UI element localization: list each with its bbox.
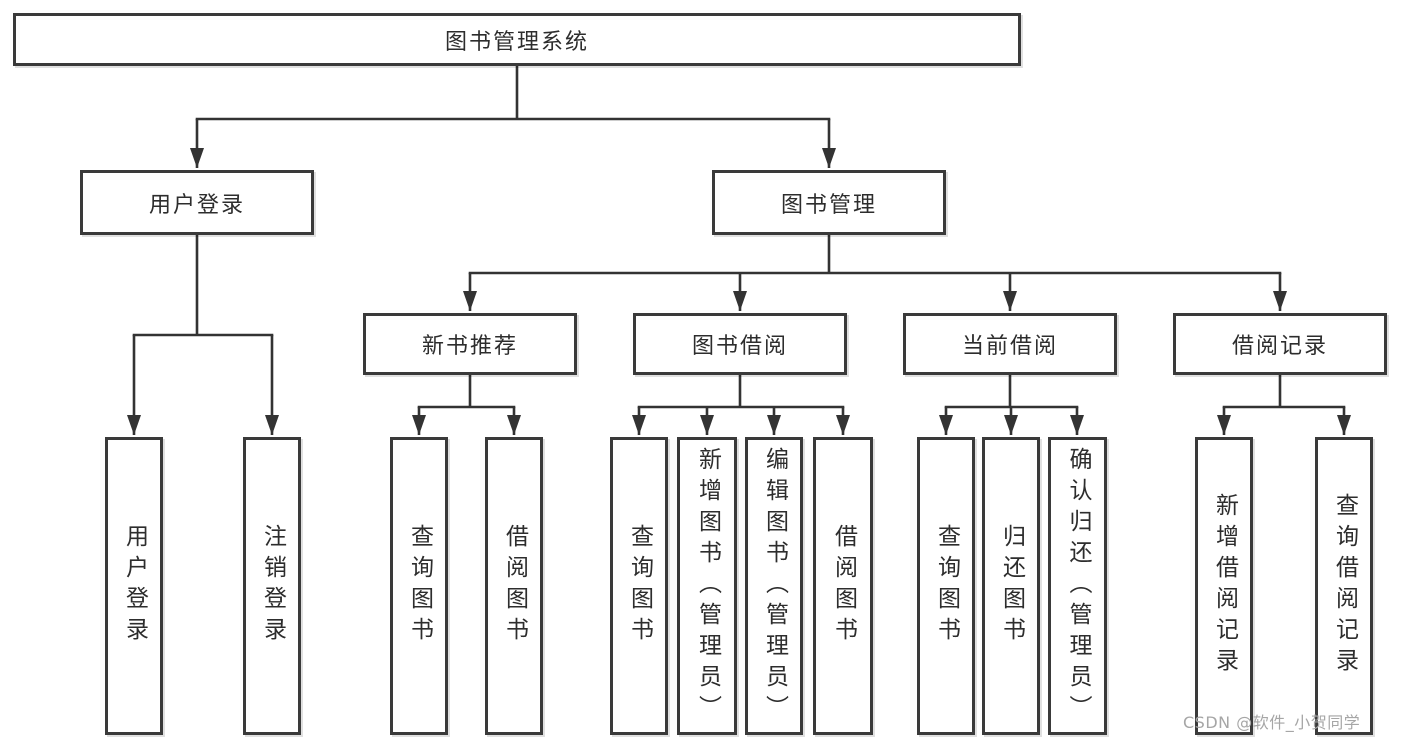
node-root-label: 图书管理系统 — [444, 29, 589, 55]
leaf-query-books-2-label: 查询图书 — [626, 524, 653, 648]
csdn-watermark: CSDN @软件_小贺同学 — [1183, 713, 1361, 732]
node-user-login-label: 用户登录 — [148, 192, 245, 218]
leaf-query-books-2: 查询图书 — [610, 437, 668, 735]
leaf-add-borrow-record: 新增借阅记录 — [1195, 437, 1253, 735]
leaf-return-book-label: 归还图书 — [998, 524, 1025, 648]
node-borrowing-records-label: 借阅记录 — [1231, 334, 1328, 359]
leaf-confirm-return-admin: 确认归还（管理员） — [1048, 437, 1107, 735]
leaf-add-book-admin: 新增图书（管理员） — [677, 437, 737, 735]
node-user-login: 用户登录 — [80, 170, 314, 235]
connector-trunks — [132, 64, 1346, 409]
node-new-book-recommendation-label: 新书推荐 — [421, 334, 518, 359]
leaf-return-book: 归还图书 — [982, 437, 1040, 735]
leaf-user-login-label: 用户登录 — [121, 524, 148, 648]
leaf-query-books-1-label: 查询图书 — [406, 524, 433, 648]
leaf-query-borrow-record-label: 查询借阅记录 — [1331, 493, 1358, 679]
leaf-edit-book-admin-label: 编辑图书（管理员） — [761, 446, 788, 726]
leaf-query-books-3-label: 查询图书 — [933, 524, 960, 648]
leaf-edit-book-admin: 编辑图书（管理员） — [745, 437, 803, 735]
leaf-query-books-1: 查询图书 — [390, 437, 448, 735]
leaf-borrow-books-2-label: 借阅图书 — [830, 524, 857, 648]
node-book-management-label: 图书管理 — [780, 192, 877, 218]
node-book-borrowing-label: 图书借阅 — [691, 334, 788, 359]
node-current-borrowing-label: 当前借阅 — [961, 334, 1058, 359]
leaf-user-login: 用户登录 — [105, 437, 163, 735]
node-book-management: 图书管理 — [712, 170, 946, 235]
leaf-confirm-return-admin-label: 确认归还（管理员） — [1065, 446, 1091, 726]
leaf-add-book-admin-label: 新增图书（管理员） — [694, 446, 721, 726]
node-new-book-recommendation: 新书推荐 — [363, 313, 577, 375]
leaf-logout-label: 注销登录 — [259, 524, 286, 648]
leaf-borrow-books-1-label: 借阅图书 — [501, 524, 528, 648]
leaf-query-borrow-record: 查询借阅记录 — [1315, 437, 1373, 735]
node-borrowing-records: 借阅记录 — [1173, 313, 1387, 375]
node-book-borrowing: 图书借阅 — [633, 313, 847, 375]
leaf-borrow-books-2: 借阅图书 — [813, 437, 873, 735]
leaf-query-books-3: 查询图书 — [917, 437, 975, 735]
leaf-borrow-books-1: 借阅图书 — [485, 437, 543, 735]
leaf-add-borrow-record-label: 新增借阅记录 — [1211, 493, 1238, 679]
node-current-borrowing: 当前借阅 — [903, 313, 1117, 375]
node-root: 图书管理系统 — [13, 13, 1021, 66]
leaf-logout: 注销登录 — [243, 437, 301, 735]
